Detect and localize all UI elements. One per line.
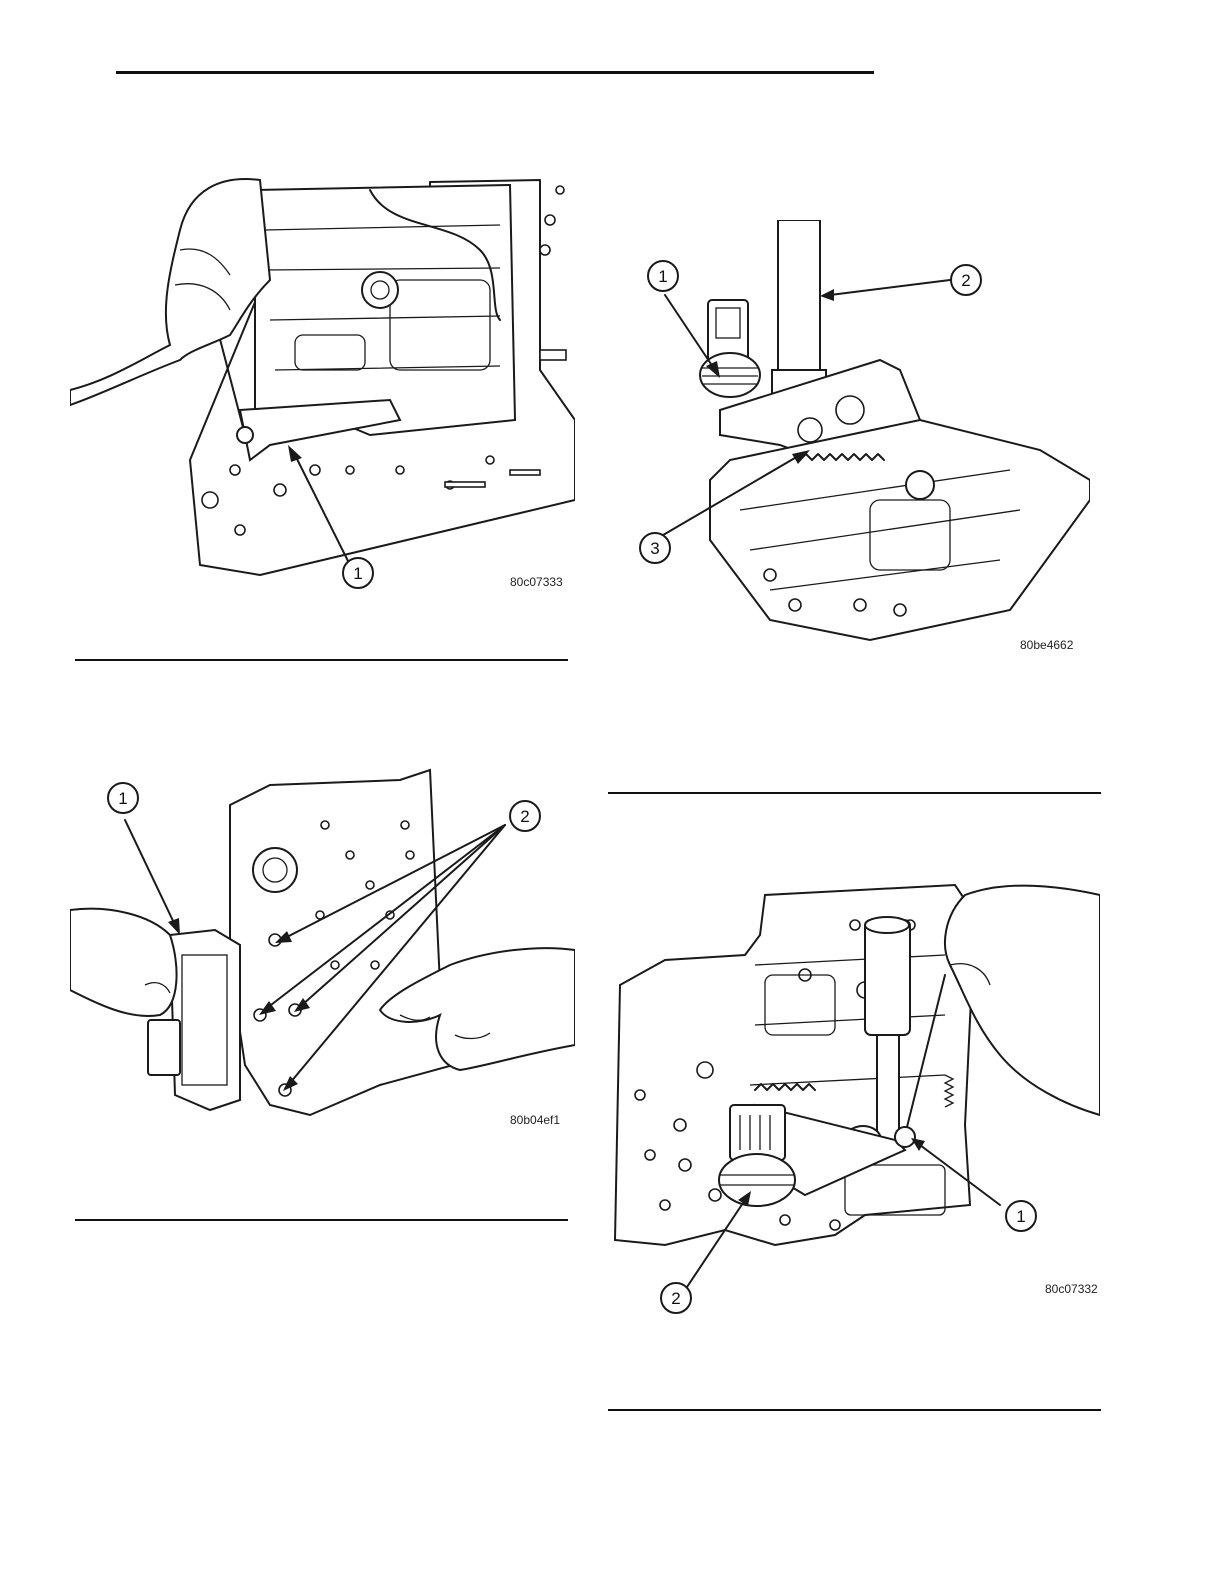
callout-label: 3 <box>650 539 659 558</box>
figure-manual-shaft-sensor: 80be4662 <box>620 220 1090 660</box>
figure-illustration <box>605 875 1100 1315</box>
callout-label: 2 <box>671 1289 680 1308</box>
figure-illustration <box>70 170 575 590</box>
callout-label: 2 <box>520 807 529 826</box>
callout-1: 1 <box>340 555 376 591</box>
figure-separator-rule <box>75 1219 568 1221</box>
figure-code: 80b04ef1 <box>510 1113 560 1127</box>
callout-label: 1 <box>118 789 127 808</box>
callout-1: 1 <box>105 780 141 816</box>
callout-label: 1 <box>658 267 667 286</box>
figure-code: 80be4662 <box>1020 638 1073 652</box>
figure-separator-rule <box>608 1409 1101 1411</box>
callout-1: 1 <box>1003 1198 1039 1234</box>
figure-code: 80c07332 <box>1045 1282 1098 1296</box>
figure-separator-rule <box>608 792 1101 794</box>
figure-manual-lever-removal: 80c07332 <box>605 875 1100 1315</box>
header-rule <box>116 71 874 74</box>
figure-code: 80c07333 <box>510 575 563 589</box>
figure-illustration <box>620 220 1090 660</box>
callout-1: 1 <box>645 258 681 294</box>
callout-label: 1 <box>1016 1207 1025 1226</box>
callout-label: 1 <box>353 564 362 583</box>
callout-2: 2 <box>948 262 984 298</box>
figure-solenoid-pack-removal: 80b04ef1 <box>70 765 575 1135</box>
callout-2: 2 <box>507 798 543 834</box>
callout-3: 3 <box>637 530 673 566</box>
callout-label: 2 <box>961 271 970 290</box>
figure-illustration <box>70 765 575 1135</box>
figure-valve-body-screw-removal: 80c07333 <box>70 170 575 590</box>
callout-2: 2 <box>658 1280 694 1316</box>
figure-separator-rule <box>75 659 568 661</box>
